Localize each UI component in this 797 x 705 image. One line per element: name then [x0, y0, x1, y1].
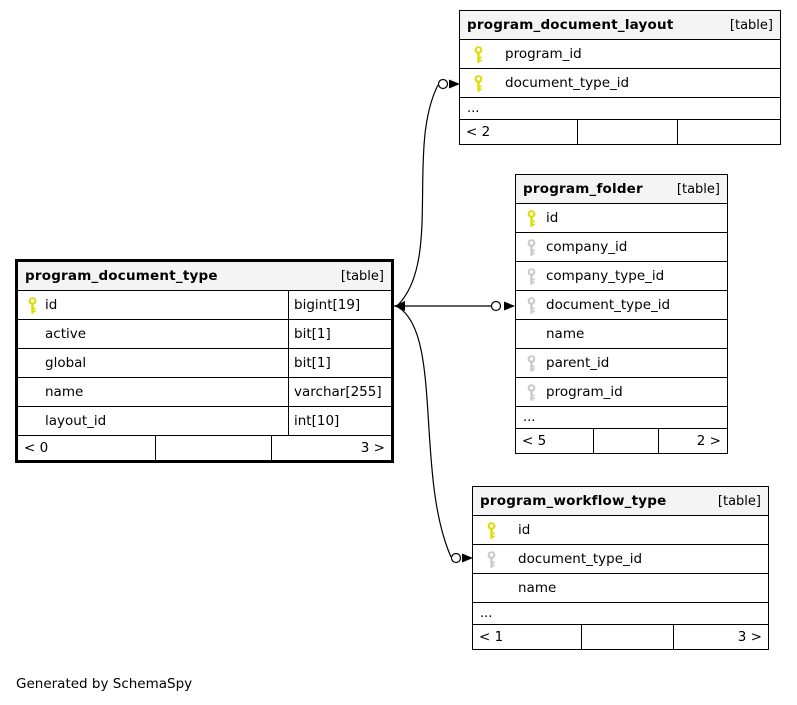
foreign-key-icon [487, 550, 496, 568]
foreign-key-icon [527, 383, 536, 401]
column-name: name [518, 580, 557, 596]
table-name: program_document_type [25, 268, 218, 284]
column-row: parent_id [516, 349, 727, 378]
foreign-key-icon [527, 238, 536, 256]
table-header: program_document_type [table] [18, 262, 391, 291]
table-badge: [table] [729, 17, 773, 33]
ellipsis: ... [480, 606, 493, 621]
column-row: program_id [460, 40, 780, 69]
table-name: program_workflow_type [480, 493, 667, 509]
column-name: company_id [546, 239, 628, 255]
column-row: global bit[1] [18, 349, 391, 378]
edge-arrowhead-folder [504, 301, 515, 311]
edge-circle-folder [490, 300, 502, 312]
column-type: bit[1] [288, 320, 391, 348]
table-badge: [table] [340, 268, 384, 284]
degree-in: < 1 [473, 625, 583, 649]
foreign-key-icon [527, 267, 536, 285]
table-header: program_folder [table] [516, 175, 727, 204]
column-name: id [546, 210, 559, 226]
column-row: id [516, 204, 727, 233]
edge-to-program-document-layout [397, 84, 439, 306]
table-header: program_document_layout [table] [460, 11, 780, 40]
edge-to-program-workflow-type [397, 306, 452, 558]
column-name: layout_id [45, 413, 107, 429]
degree-mid [594, 429, 660, 453]
column-name: document_type_id [505, 75, 630, 91]
column-name: id [518, 522, 531, 538]
column-row: name [473, 574, 768, 603]
table-badge: [table] [676, 181, 720, 197]
column-type: bit[1] [288, 349, 391, 377]
primary-key-icon [527, 209, 536, 227]
table-badge: [table] [717, 493, 761, 509]
column-name: parent_id [546, 355, 610, 371]
degree-mid [582, 625, 674, 649]
ellipsis: ... [523, 410, 536, 425]
column-name: program_id [546, 384, 623, 400]
column-row: id bigint[19] [18, 291, 391, 320]
table-program-document-type[interactable]: program_document_type [table] id bigint[… [15, 259, 394, 463]
junction-arrowhead [394, 301, 405, 311]
degree-out: 3 > [360, 440, 385, 456]
column-name: id [45, 297, 58, 313]
primary-key-icon [487, 521, 496, 539]
foreign-key-icon [527, 354, 536, 372]
ellipsis: ... [467, 101, 480, 116]
degree-row: < 0 3 > [18, 436, 391, 460]
generated-by-credit: Generated by SchemaSpy [16, 676, 193, 692]
degree-row: < 1 3 > [473, 625, 768, 649]
degree-in: < 5 [516, 429, 595, 453]
degree-out [678, 120, 780, 144]
degree-row: < 5 2 > [516, 429, 727, 453]
degree-in: < 0 [18, 436, 156, 460]
column-row: layout_id int[10] [18, 407, 391, 436]
column-name: document_type_id [546, 297, 671, 313]
primary-key-icon [474, 74, 483, 92]
column-name: document_type_id [518, 551, 643, 567]
table-program-document-layout[interactable]: program_document_layout [table] program_… [459, 10, 781, 145]
column-name: program_id [505, 46, 582, 62]
column-row: program_id [516, 378, 727, 407]
primary-key-icon [28, 296, 37, 314]
edge-arrowhead-layout [449, 79, 460, 89]
column-name: name [546, 326, 585, 342]
degree-row: < 2 [460, 120, 780, 144]
more-columns-row: ... [473, 603, 768, 625]
column-row: name [516, 320, 727, 349]
column-row: document_type_id [460, 69, 780, 98]
column-name: global [45, 355, 87, 371]
foreign-key-icon [527, 296, 536, 314]
column-name: active [45, 326, 87, 342]
table-name: program_document_layout [467, 17, 674, 33]
column-row: name varchar[255] [18, 378, 391, 407]
column-type: bigint[19] [288, 291, 391, 319]
column-type: int[10] [288, 407, 391, 435]
table-header: program_workflow_type [table] [473, 487, 768, 516]
column-row: document_type_id [473, 545, 768, 574]
table-program-workflow-type[interactable]: program_workflow_type [table] id documen… [472, 486, 769, 650]
column-name: company_type_id [546, 268, 665, 284]
more-columns-row: ... [460, 98, 780, 120]
column-row: company_type_id [516, 262, 727, 291]
column-row: id [473, 516, 768, 545]
column-row: document_type_id [516, 291, 727, 320]
edge-circle-layout [437, 78, 449, 90]
degree-out: 3 > [737, 629, 762, 645]
primary-key-icon [474, 45, 483, 63]
degree-in: < 2 [460, 120, 579, 144]
column-row: company_id [516, 233, 727, 262]
edge-circle-workflow [450, 552, 462, 564]
more-columns-row: ... [516, 407, 727, 429]
degree-out: 2 > [696, 433, 721, 449]
table-program-folder[interactable]: program_folder [table] id company_id com… [515, 174, 728, 454]
degree-mid [156, 436, 272, 460]
table-name: program_folder [523, 181, 643, 197]
column-row: active bit[1] [18, 320, 391, 349]
edge-arrowhead-workflow [462, 553, 473, 563]
column-name: name [45, 384, 84, 400]
degree-mid [578, 120, 678, 144]
column-type: varchar[255] [288, 378, 391, 406]
